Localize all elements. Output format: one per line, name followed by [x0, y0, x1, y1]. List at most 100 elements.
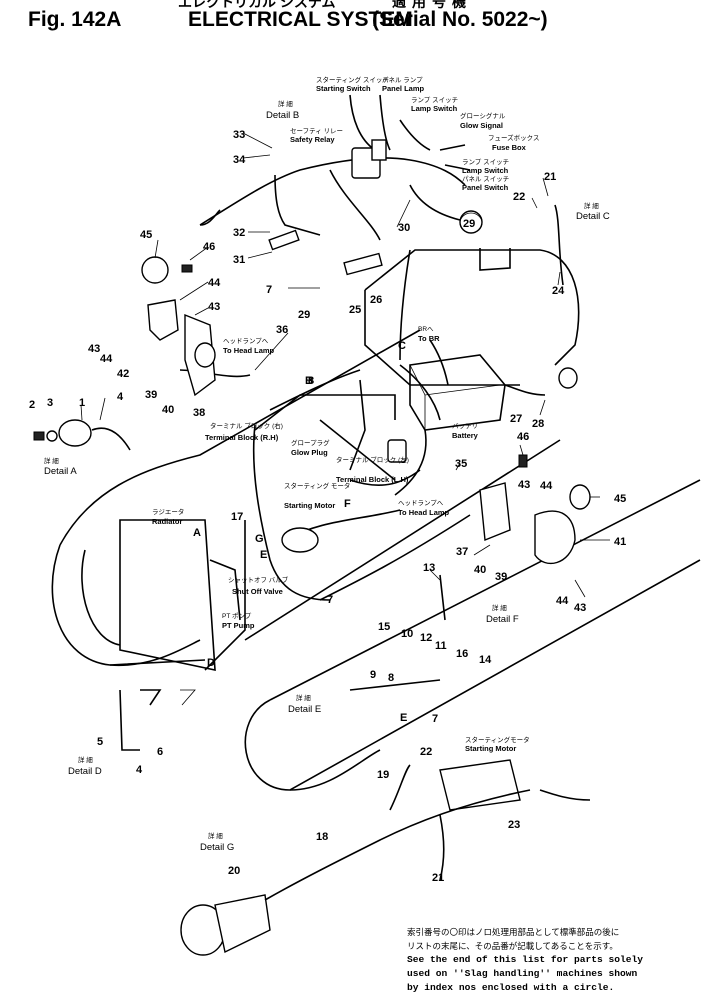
terminal-block-rh-label: Terminal Block (R.H): [205, 433, 279, 442]
callout-7c: 7: [432, 713, 438, 725]
parts: [33, 139, 591, 956]
to-head-lamp-jp: ヘッドランプへ: [223, 337, 269, 345]
letter-b: B: [305, 375, 313, 387]
battery-jp: バッテリ: [452, 422, 478, 430]
reference-letters: A B C D E E F G: [193, 340, 407, 724]
callout-33: 33: [233, 129, 245, 141]
starting-motor-jp: スターティング モータ: [284, 481, 350, 490]
callout-22b: 22: [420, 746, 432, 758]
terminal-block-rh-jp: ターミナル ブロック (右): [210, 421, 283, 430]
callout-14: 14: [479, 654, 492, 666]
detail-a-label: Detail A: [44, 466, 77, 477]
letter-e: E: [260, 549, 267, 561]
callout-34: 34: [233, 154, 246, 166]
lamp-switch-jp: ランプ スイッチ: [411, 96, 458, 104]
callout-32: 32: [233, 227, 245, 239]
callout-16: 16: [456, 648, 468, 660]
callout-5: 5: [97, 736, 103, 748]
detail-labels: 詳 細 Detail A 詳 細 Detail B 詳 細 Detail C 詳…: [44, 99, 610, 853]
page-title: ELECTRICAL SYSTEM: [188, 8, 413, 31]
panel-switch-jp: パネル スイッチ: [462, 175, 509, 183]
shut-off-valve-label: Shut Off Valve: [232, 587, 283, 596]
callout-44c: 44: [540, 480, 553, 492]
detail-c-jp: 詳 細: [584, 201, 599, 210]
callout-numbers: 1 2 3 4 4 5 6 7 7 7 8 8 9 10 11 12 13 14…: [29, 129, 626, 884]
note-english: See the end of this list for parts solel…: [407, 954, 644, 993]
callout-40: 40: [162, 404, 174, 416]
starting-motor-g-jp: スターティングモータ: [465, 735, 530, 744]
callout-15: 15: [378, 621, 390, 633]
panel-lamp-label: Panel Lamp: [382, 84, 425, 93]
detail-e-label: Detail E: [288, 704, 321, 715]
callout-19: 19: [377, 769, 389, 781]
starting-motor-label: Starting Motor: [284, 501, 335, 510]
callout-27: 27: [510, 413, 522, 425]
callout-46: 46: [203, 241, 215, 253]
glow-signal-label: Glow Signal: [460, 121, 503, 130]
japanese-serial-caption: 適用号機: [392, 0, 472, 10]
lamp-switch-label: Lamp Switch: [411, 104, 458, 113]
callout-42: 42: [117, 368, 129, 380]
connector-part-7: [343, 252, 383, 276]
callout-2: 2: [29, 399, 35, 411]
letter-g: G: [255, 533, 264, 545]
glow-signal-jp: グローシグナル: [460, 111, 506, 120]
callout-8: 8: [308, 375, 314, 387]
note-japanese-line-1: 索引番号の〇印はノロ処理用部品として標準部品の後に: [407, 927, 620, 937]
terminal-block-lh-jp: ターミナル ブロック (左): [336, 455, 409, 464]
machine-outline: [51, 248, 701, 791]
starting-motor-detail-g: [439, 759, 521, 811]
callout-7b: 7: [327, 594, 333, 606]
detail-e-jp: 詳 細: [296, 693, 311, 702]
pt-pump-jp: PT ポンプ: [222, 612, 252, 620]
callout-13: 13: [423, 562, 435, 574]
figure-number: Fig. 142A: [28, 8, 122, 31]
callout-39: 39: [145, 389, 157, 401]
callout-11: 11: [435, 640, 447, 652]
callout-43d: 43: [574, 602, 586, 614]
callout-20: 20: [228, 865, 240, 877]
lamp-switch-2-jp: ランプ スイッチ: [462, 158, 509, 166]
callout-43b: 43: [88, 343, 100, 355]
callout-28: 28: [532, 418, 544, 430]
battery-label: Battery: [452, 431, 479, 440]
callout-40b: 40: [474, 564, 486, 576]
callout-6: 6: [157, 746, 163, 758]
glow-plug-label: Glow Plug: [291, 448, 328, 457]
callout-45: 45: [140, 229, 152, 241]
to-br-label: To BR: [418, 334, 440, 343]
to-head-lamp-2-jp: ヘッドランプへ: [398, 499, 444, 507]
callout-25: 25: [349, 304, 361, 316]
to-head-lamp-label: To Head Lamp: [223, 346, 275, 355]
letter-f: F: [344, 498, 351, 510]
callout-8b: 8: [388, 672, 394, 684]
starting-switch-jp: スターティング スイッチ: [316, 75, 389, 84]
leader-lines: [80, 132, 610, 598]
horn-detail-a: [58, 419, 92, 447]
callout-9: 9: [370, 669, 376, 681]
callout-29-circled: 29: [463, 218, 475, 230]
lamp-part-41: [534, 510, 576, 565]
callout-21b: 21: [432, 872, 444, 884]
rear-lamp-part: [558, 367, 578, 389]
callout-23: 23: [508, 819, 520, 831]
callout-35: 35: [455, 458, 467, 470]
shut-off-valve-jp: シャットオフ バルブ: [228, 575, 289, 584]
panel-switch-label: Panel Switch: [462, 183, 509, 192]
callout-45b: 45: [614, 493, 626, 505]
callout-43c: 43: [518, 479, 530, 491]
fuse-box-jp: フューズボックス: [488, 133, 539, 142]
slag-handling-note: 索引番号の〇印はノロ処理用部品として標準部品の後に リストの末尾に、その品番が記…: [407, 925, 727, 995]
callout-29: 29: [298, 309, 310, 321]
fuse-box-label: Fuse Box: [492, 143, 527, 152]
callout-18: 18: [316, 831, 328, 843]
relay-cover-part: [371, 139, 387, 161]
to-br-jp: BRへ: [418, 326, 434, 333]
to-head-lamp-2-label: To Head Lamp: [398, 508, 450, 517]
callout-4-detail-d: 4: [136, 764, 143, 776]
note-japanese-line-2: リストの末尾に、その品番が記載してあることを示す。: [407, 941, 618, 951]
motor-body-part: [214, 894, 271, 954]
wiring-harness: [179, 94, 546, 621]
